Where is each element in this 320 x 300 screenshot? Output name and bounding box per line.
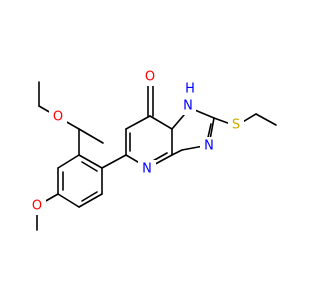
carbonyl-oxygen-label: O [145, 70, 155, 85]
sulfur-label: S [232, 118, 240, 133]
atom-labels: O H N N N S O O [28, 68, 244, 215]
methylthio-group [213, 113, 277, 127]
n1-nitrogen-label: N [183, 99, 193, 114]
bond [149, 115, 173, 130]
bond [78, 128, 104, 144]
bond [57, 154, 80, 169]
bond [255, 113, 277, 126]
molecule-structure-diagram: O H N N N S O O [28, 68, 277, 231]
bond [78, 154, 103, 169]
n1-hydrogen-label: H [185, 82, 195, 97]
bond [81, 161, 98, 172]
bond [171, 149, 183, 156]
benzene-ring [57, 128, 104, 208]
bond [125, 115, 151, 130]
methoxy-oxygen-lower-label: O [32, 199, 42, 214]
bond [78, 193, 103, 208]
pyrimidine-nitrogen-label: N [142, 162, 152, 177]
methoxy-oxygen-upper-label: O [53, 110, 63, 125]
pyrimidinone-ring [101, 85, 173, 169]
bond [101, 154, 127, 169]
bond [81, 191, 98, 202]
bond [57, 193, 80, 208]
triazole-nitrogen-label: N [204, 139, 214, 154]
